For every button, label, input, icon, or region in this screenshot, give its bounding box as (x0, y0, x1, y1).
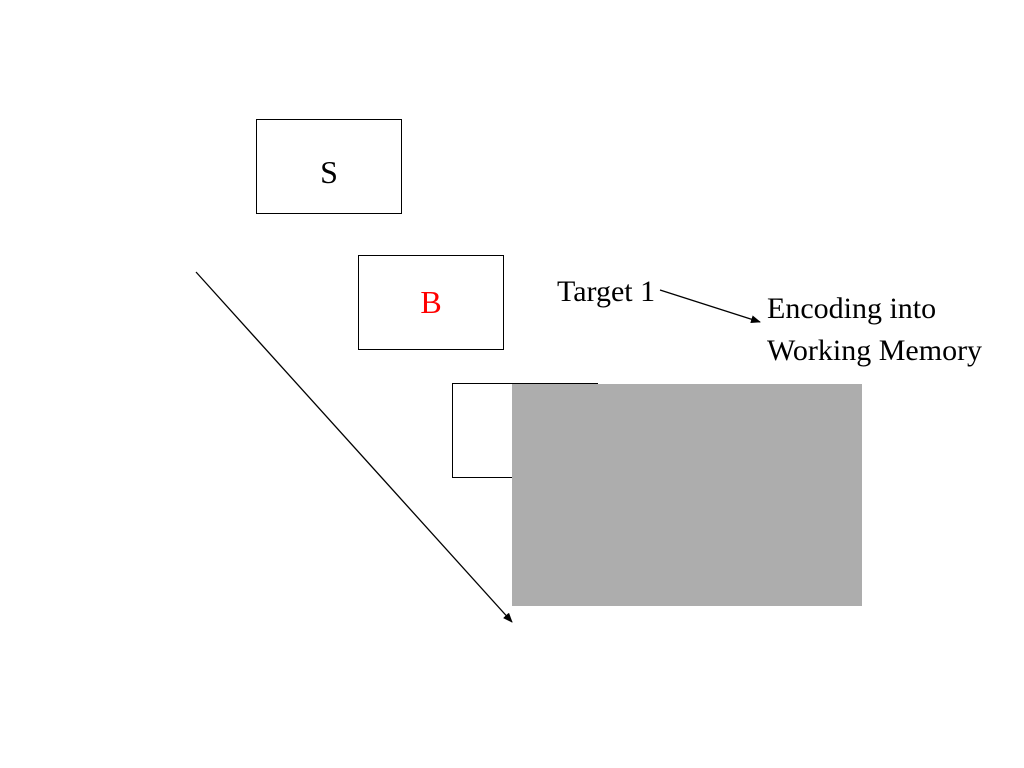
gray-occluder-block (512, 384, 862, 606)
frame-box-2: B (358, 255, 504, 350)
target-label: Target 1 (557, 275, 656, 308)
encoding-label: Encoding into Working Memory (767, 288, 982, 372)
frame-letter-2: B (420, 284, 442, 320)
encoding-label-line-1: Encoding into (767, 292, 937, 325)
frame-letter-1: S (320, 154, 338, 190)
target-to-encoding-arrow (659, 289, 761, 324)
frame-box-1: S (256, 119, 402, 214)
encoding-label-line-2: Working Memory (767, 334, 983, 367)
